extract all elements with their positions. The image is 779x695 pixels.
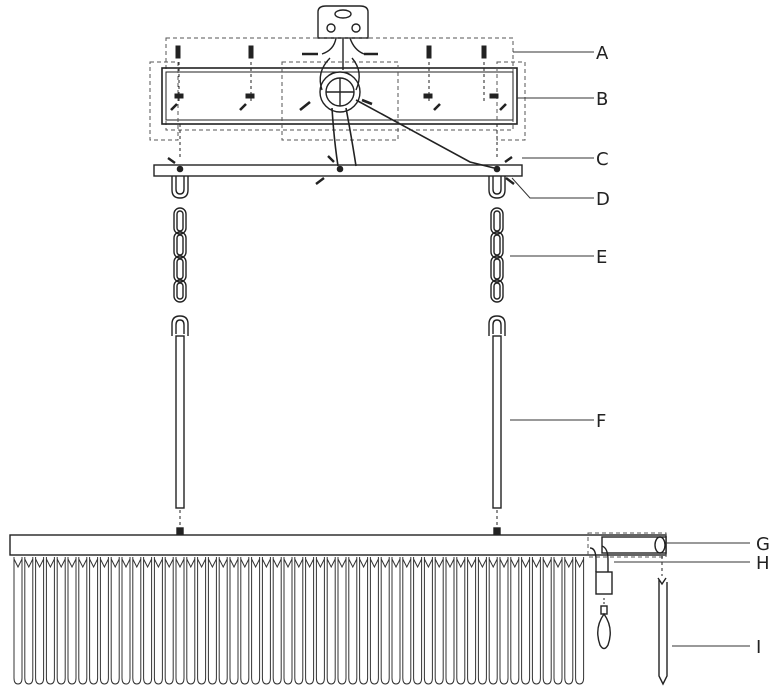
crystal-rod xyxy=(315,557,325,685)
rod-left xyxy=(171,315,189,535)
crystal-rod xyxy=(197,557,207,685)
crystal-rod xyxy=(153,557,163,685)
crystal-rod xyxy=(35,557,45,685)
crystal-rod xyxy=(380,557,390,685)
crystal-rod xyxy=(326,557,336,685)
power-wires xyxy=(331,99,495,169)
crystal-rod xyxy=(24,557,34,685)
crystal-rod xyxy=(521,557,531,685)
crystal-rod xyxy=(467,557,477,685)
crystal-rod xyxy=(218,557,228,685)
crystal-rod xyxy=(510,557,520,685)
crystal-rod xyxy=(229,557,239,685)
crystal-rod xyxy=(423,557,433,685)
crystal-rod xyxy=(45,557,55,685)
crystal-rod xyxy=(413,557,423,685)
crystal-rod xyxy=(359,557,369,685)
wire-connector-ring xyxy=(299,57,373,113)
anchor-screws xyxy=(170,45,507,111)
crossbar xyxy=(153,124,523,185)
label-i: I xyxy=(756,637,761,658)
main-frame xyxy=(9,532,667,572)
crystal-rod xyxy=(564,557,574,685)
crystal-rod xyxy=(110,557,120,685)
crystal-rod xyxy=(272,557,282,685)
crystal-rod xyxy=(348,557,358,685)
socket-and-bulb xyxy=(595,571,613,650)
junction-box xyxy=(302,5,378,70)
crystal-rod xyxy=(391,557,401,685)
label-a: A xyxy=(596,43,609,64)
crystal-rod xyxy=(132,557,142,685)
crystal-rod xyxy=(445,557,455,685)
chain-right xyxy=(490,207,504,303)
crystal-rod xyxy=(67,557,77,685)
crystal-rod xyxy=(337,557,347,685)
crystal-rod xyxy=(542,557,552,685)
crystal-rod xyxy=(531,557,541,685)
crystal-rod xyxy=(283,557,293,685)
crystal-rod xyxy=(305,557,315,685)
label-h: H xyxy=(756,553,770,574)
label-c: C xyxy=(596,149,609,170)
crystal-rod xyxy=(251,557,261,685)
crystal-rod xyxy=(164,557,174,685)
label-e: E xyxy=(596,247,607,268)
crystal-rod xyxy=(553,557,563,685)
label-f: F xyxy=(596,411,606,432)
crystal-rod xyxy=(99,557,109,685)
crystal-rod xyxy=(575,557,585,685)
leader-lines xyxy=(510,51,750,647)
crystal-rod xyxy=(434,557,444,685)
crystal-rod xyxy=(402,557,412,685)
crystal-rod xyxy=(78,557,88,685)
crystal-rod xyxy=(186,557,196,685)
label-d: D xyxy=(596,189,610,210)
label-b: B xyxy=(596,89,608,110)
canopy-plate xyxy=(149,61,526,141)
crystal-rod xyxy=(477,557,487,685)
crystal-rod xyxy=(456,557,466,685)
crystal-rod xyxy=(89,557,99,685)
crystal-rod xyxy=(143,557,153,685)
crystal-rod xyxy=(294,557,304,685)
crystal-rod-detail xyxy=(657,556,668,686)
crystal-rod xyxy=(207,557,217,685)
hook-right xyxy=(488,176,506,199)
crystal-rods xyxy=(13,557,585,685)
crystal-rod xyxy=(261,557,271,685)
label-g: G xyxy=(756,534,770,555)
crystal-rod xyxy=(175,557,185,685)
rod-right xyxy=(488,315,506,535)
hook-left xyxy=(171,176,189,199)
crystal-rod xyxy=(499,557,509,685)
chain-left xyxy=(173,207,187,303)
crystal-rod xyxy=(56,557,66,685)
crystal-rod xyxy=(121,557,131,685)
crystal-rod xyxy=(488,557,498,685)
crystal-rod xyxy=(13,557,23,685)
crystal-rod xyxy=(240,557,250,685)
crystal-rod xyxy=(369,557,379,685)
